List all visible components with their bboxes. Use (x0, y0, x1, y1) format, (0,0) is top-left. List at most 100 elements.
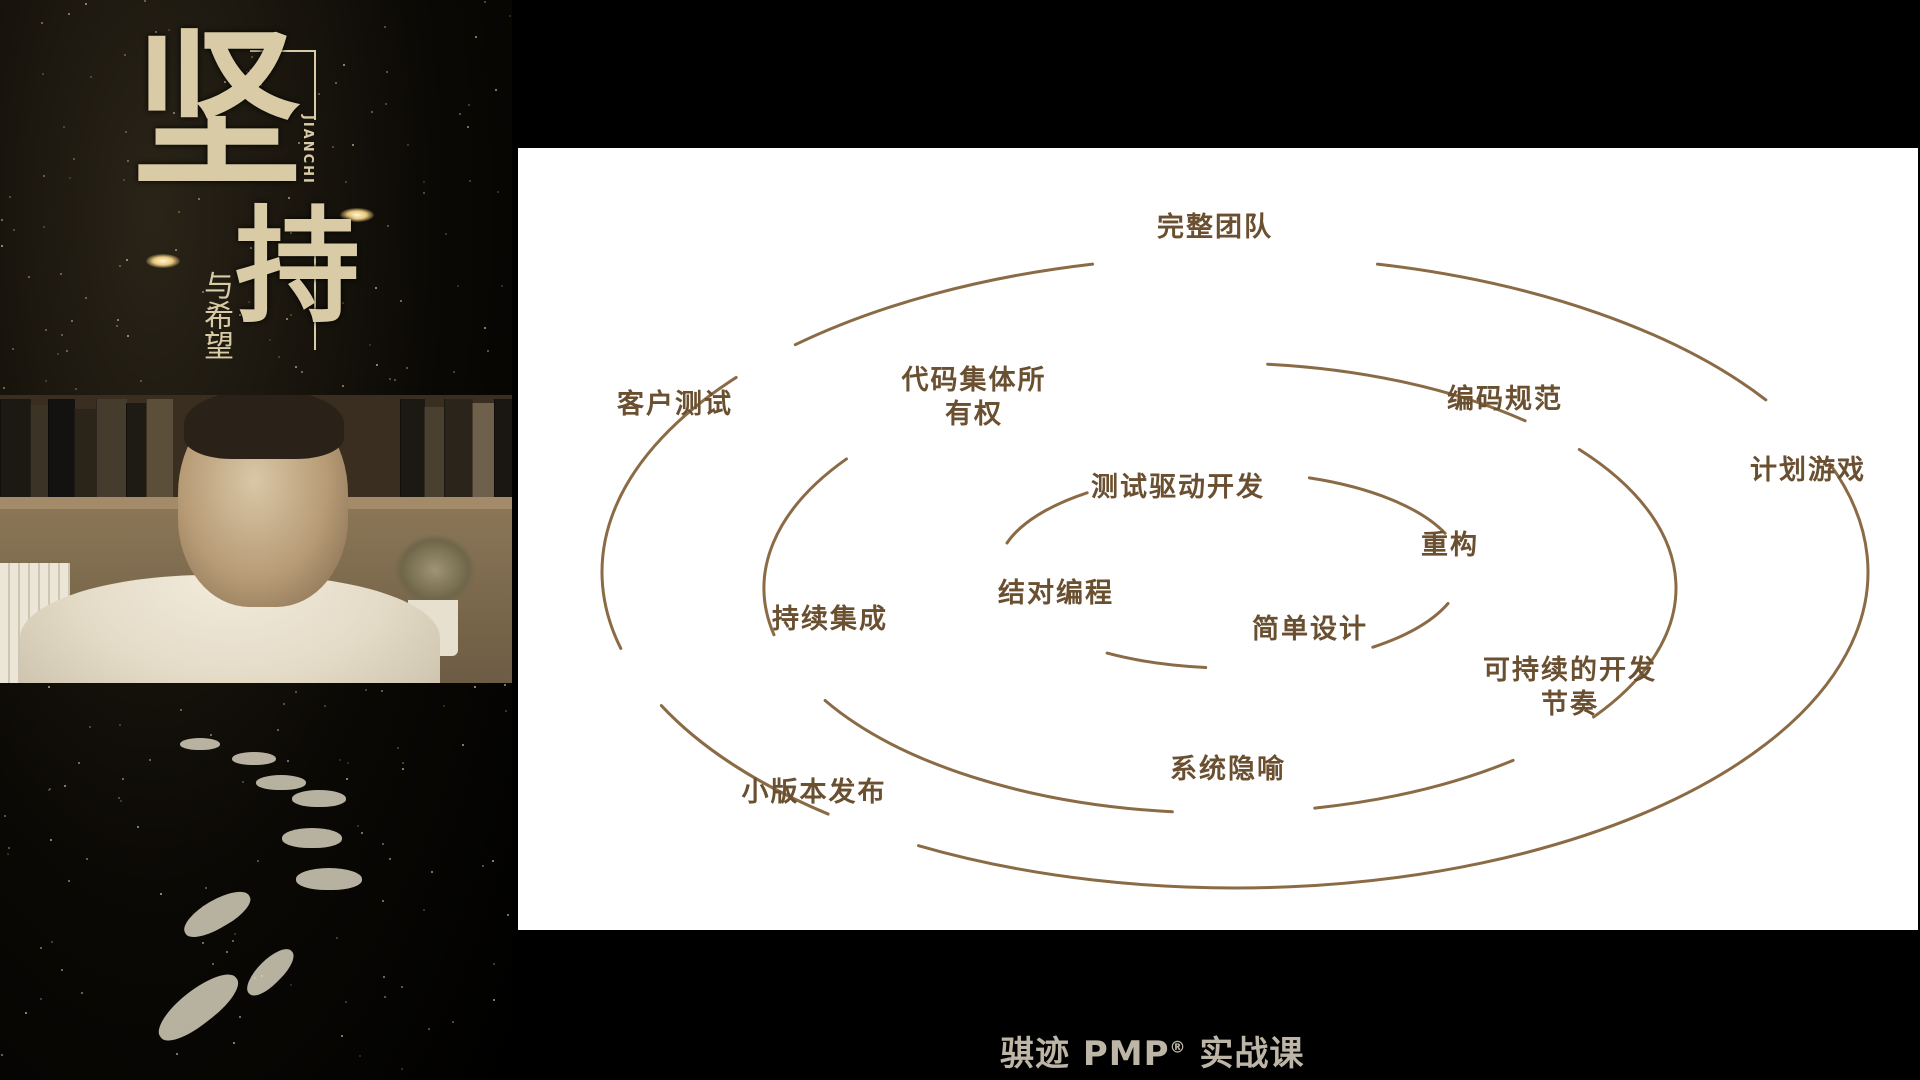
star (407, 144, 409, 146)
label-coding-standard: 编码规范 (1447, 384, 1563, 415)
outer-ring-arc (917, 462, 1870, 890)
star (48, 686, 50, 688)
star (57, 353, 59, 355)
outer-ring-arc (600, 375, 738, 650)
inner-ring-arc (1005, 491, 1089, 545)
star (453, 371, 455, 373)
star (467, 126, 469, 128)
star (475, 36, 477, 38)
star (324, 705, 326, 707)
middle-ring-arc (1577, 447, 1678, 719)
poster-title-char-2: 持 (235, 194, 360, 340)
middle-ring-arc (762, 457, 848, 637)
footprint-icon (292, 790, 346, 807)
footprint-icon (149, 964, 247, 1050)
star (381, 690, 383, 692)
star (400, 300, 402, 302)
star (336, 937, 338, 939)
star (384, 996, 386, 998)
star (277, 729, 279, 731)
star (346, 778, 348, 780)
star (78, 762, 80, 764)
star (237, 270, 239, 272)
star (116, 325, 118, 327)
star (61, 969, 63, 971)
star (394, 379, 396, 381)
footprint-icon (180, 738, 220, 750)
star (43, 226, 45, 228)
star (482, 865, 484, 867)
star (251, 56, 253, 58)
poster-title-char-1: 坚 (132, 11, 303, 211)
star (342, 302, 344, 304)
star (175, 249, 177, 251)
star (509, 15, 511, 17)
star (75, 388, 77, 390)
star (376, 364, 378, 366)
star (428, 1028, 430, 1030)
star (119, 724, 121, 726)
star (505, 710, 507, 712)
star (89, 726, 91, 728)
star (389, 378, 391, 380)
star (342, 385, 344, 387)
star (369, 344, 371, 346)
light-glow (340, 208, 374, 222)
star (341, 1035, 343, 1037)
star (119, 265, 121, 267)
star (178, 211, 180, 213)
middle-ring-arc (823, 699, 1174, 814)
star (298, 142, 300, 144)
plant (395, 535, 475, 605)
star (257, 860, 259, 862)
footprint-icon (282, 828, 342, 848)
star (431, 871, 433, 873)
star (229, 97, 231, 99)
star (41, 22, 43, 24)
star (389, 858, 391, 860)
star (86, 858, 88, 860)
star (493, 963, 495, 965)
label-small-releases: 小版本发布 (741, 777, 887, 808)
middle-ring-arc (1266, 362, 1527, 423)
star (290, 314, 292, 316)
star (40, 947, 42, 949)
star (507, 914, 509, 916)
star (501, 285, 503, 287)
star (361, 832, 363, 834)
star (423, 181, 425, 183)
poster-divider (314, 50, 316, 120)
star (117, 319, 119, 321)
star (12, 348, 14, 350)
star (357, 825, 359, 827)
star (168, 29, 170, 31)
star (64, 785, 66, 787)
star (212, 963, 214, 965)
star (43, 175, 45, 177)
footprint-icon (240, 942, 300, 1002)
star (484, 327, 486, 329)
star (125, 131, 127, 133)
star (332, 146, 334, 148)
star (4, 815, 6, 817)
star (401, 1068, 403, 1070)
star (68, 880, 70, 882)
star (423, 192, 425, 194)
star (459, 113, 461, 115)
star (317, 274, 319, 276)
star (402, 768, 404, 770)
star (209, 306, 211, 308)
caption-suffix: 实战课 (1186, 1034, 1305, 1074)
star (7, 853, 9, 855)
star (295, 366, 297, 368)
star (248, 301, 250, 303)
star (397, 747, 399, 749)
star (183, 83, 185, 85)
star (205, 887, 207, 889)
outer-ring-arc (659, 704, 830, 816)
star (9, 196, 11, 198)
star (239, 314, 241, 316)
star (386, 71, 388, 73)
star (283, 703, 285, 705)
caption-text: 骐迹 PMP (1000, 1034, 1170, 1074)
